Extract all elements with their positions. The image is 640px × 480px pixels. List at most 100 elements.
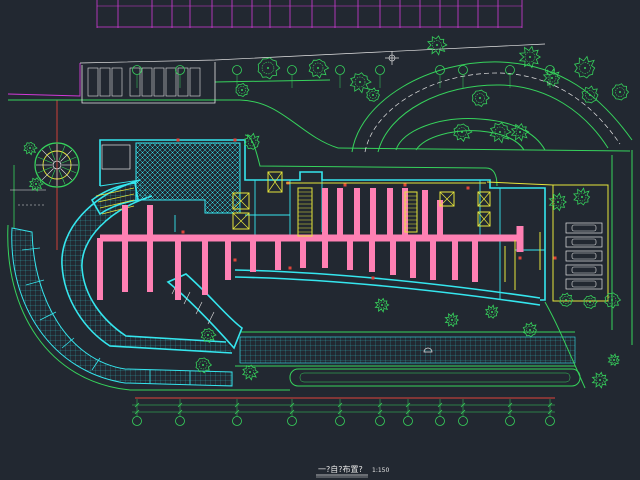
tree-canopy-inner (246, 368, 254, 376)
tree-trunk (529, 329, 531, 331)
parking-stall-outline (565, 236, 603, 248)
tree-symbol (308, 58, 330, 79)
tree-trunk (589, 94, 591, 96)
tree-canopy-outline (243, 132, 260, 150)
tree-canopy-outline (366, 87, 380, 102)
tree-canopy-outline (453, 123, 473, 142)
fan-stair-tread (97, 193, 135, 203)
parking-stall (565, 222, 603, 234)
tree-symbol (581, 85, 599, 104)
plaza-paving-divider (61, 337, 75, 349)
grid-axis-bubble (435, 416, 445, 426)
tree-symbol (604, 292, 622, 309)
parking-stall (565, 236, 603, 248)
tree-canopy-inner (596, 376, 604, 384)
column-marker (176, 138, 180, 142)
tree-trunk (599, 379, 601, 381)
tree-canopy-outline (444, 312, 460, 328)
building-outline-wall (234, 269, 541, 299)
fountain-spoke (61, 166, 77, 174)
column-marker (466, 186, 470, 190)
grid-axis-bubble (458, 416, 468, 426)
interior-wall (99, 179, 141, 187)
tree-trunk (529, 56, 531, 58)
column-marker (343, 183, 347, 187)
stair-elevator-core-layer (34, 62, 609, 302)
elevator-shaft-outline (439, 191, 455, 207)
tree-symbol (242, 364, 259, 381)
grid-axis-bubble (232, 416, 242, 426)
building-outline-wall (234, 276, 541, 306)
road-centerline (364, 72, 621, 153)
parking-stall-outline (565, 278, 603, 290)
road-edge-line (377, 84, 609, 153)
tree-canopy-inner (198, 360, 208, 370)
wing-stair-tread (207, 311, 215, 325)
tree-trunk (565, 299, 567, 301)
entrance-room (101, 144, 131, 170)
fountain-spoke (60, 168, 73, 181)
fountain-spoke (37, 166, 53, 174)
tree-canopy-inner (432, 40, 442, 50)
tree-symbol (607, 353, 620, 367)
tree-trunk (551, 77, 553, 79)
elevator-shaft (267, 171, 283, 193)
tree-canopy-inner (579, 62, 591, 74)
car-icon (571, 238, 597, 246)
grid-axis-bubble (375, 65, 385, 75)
tree-canopy-inner (261, 61, 275, 75)
stairwell (404, 191, 418, 233)
parking-stall (99, 67, 111, 97)
parking-area-boundary (552, 184, 609, 302)
tree-canopy-outline (572, 187, 591, 206)
fountain-spoke (60, 149, 73, 162)
elevator-shaft-cross (439, 191, 455, 207)
car-icon (571, 224, 597, 232)
tree-canopy-outline (583, 295, 598, 309)
tree-canopy-outline (518, 45, 541, 69)
tree-trunk (207, 334, 209, 336)
tree-canopy-inner (615, 87, 625, 97)
tree-trunk (249, 371, 251, 373)
plaza-paving-divider (25, 279, 45, 286)
grid-axis-bubble (435, 65, 445, 75)
tree-canopy-outline (581, 85, 599, 104)
tree-canopy-outline (471, 89, 490, 108)
elevator-shaft-outline (232, 192, 250, 210)
tree-trunk (581, 196, 583, 198)
road-edge-line (214, 79, 331, 83)
tree-symbol (200, 328, 217, 344)
column-marker (371, 276, 375, 280)
road-edge-line (351, 61, 633, 153)
tree-symbol (257, 57, 281, 80)
elevator-shaft-cross (232, 212, 250, 230)
left-plaza-paving (11, 227, 233, 387)
tree-trunk (436, 44, 438, 46)
tree-trunk (619, 91, 621, 93)
wing-stair-tread (195, 301, 203, 315)
drawing-scale: 1:150 (372, 467, 389, 474)
tree-symbol (591, 371, 609, 389)
grid-axis-bubble (335, 65, 345, 75)
tree-canopy-outline (510, 122, 530, 142)
tree-symbol (28, 177, 44, 192)
tree-trunk (29, 147, 31, 149)
fan-stair-tread (101, 205, 135, 215)
column-marker (233, 138, 237, 142)
parking-stall (177, 67, 189, 97)
tree-canopy-outline (542, 68, 561, 87)
road-edge-line (7, 224, 290, 391)
tree-canopy-inner (607, 295, 617, 305)
tree-canopy-outline (484, 304, 499, 319)
tree-canopy-outline (573, 55, 596, 79)
tree-canopy-inner (204, 331, 212, 339)
tree-trunk (519, 131, 521, 133)
north-marker (385, 51, 399, 65)
fountain-spoke (58, 169, 66, 185)
elevator-shaft-cross (477, 211, 491, 227)
tree-symbol (366, 87, 380, 102)
corridor-layer (97, 138, 557, 300)
tree-canopy-outline (426, 35, 448, 56)
tree-trunk (241, 89, 243, 91)
tree-canopy-inner (562, 296, 570, 304)
